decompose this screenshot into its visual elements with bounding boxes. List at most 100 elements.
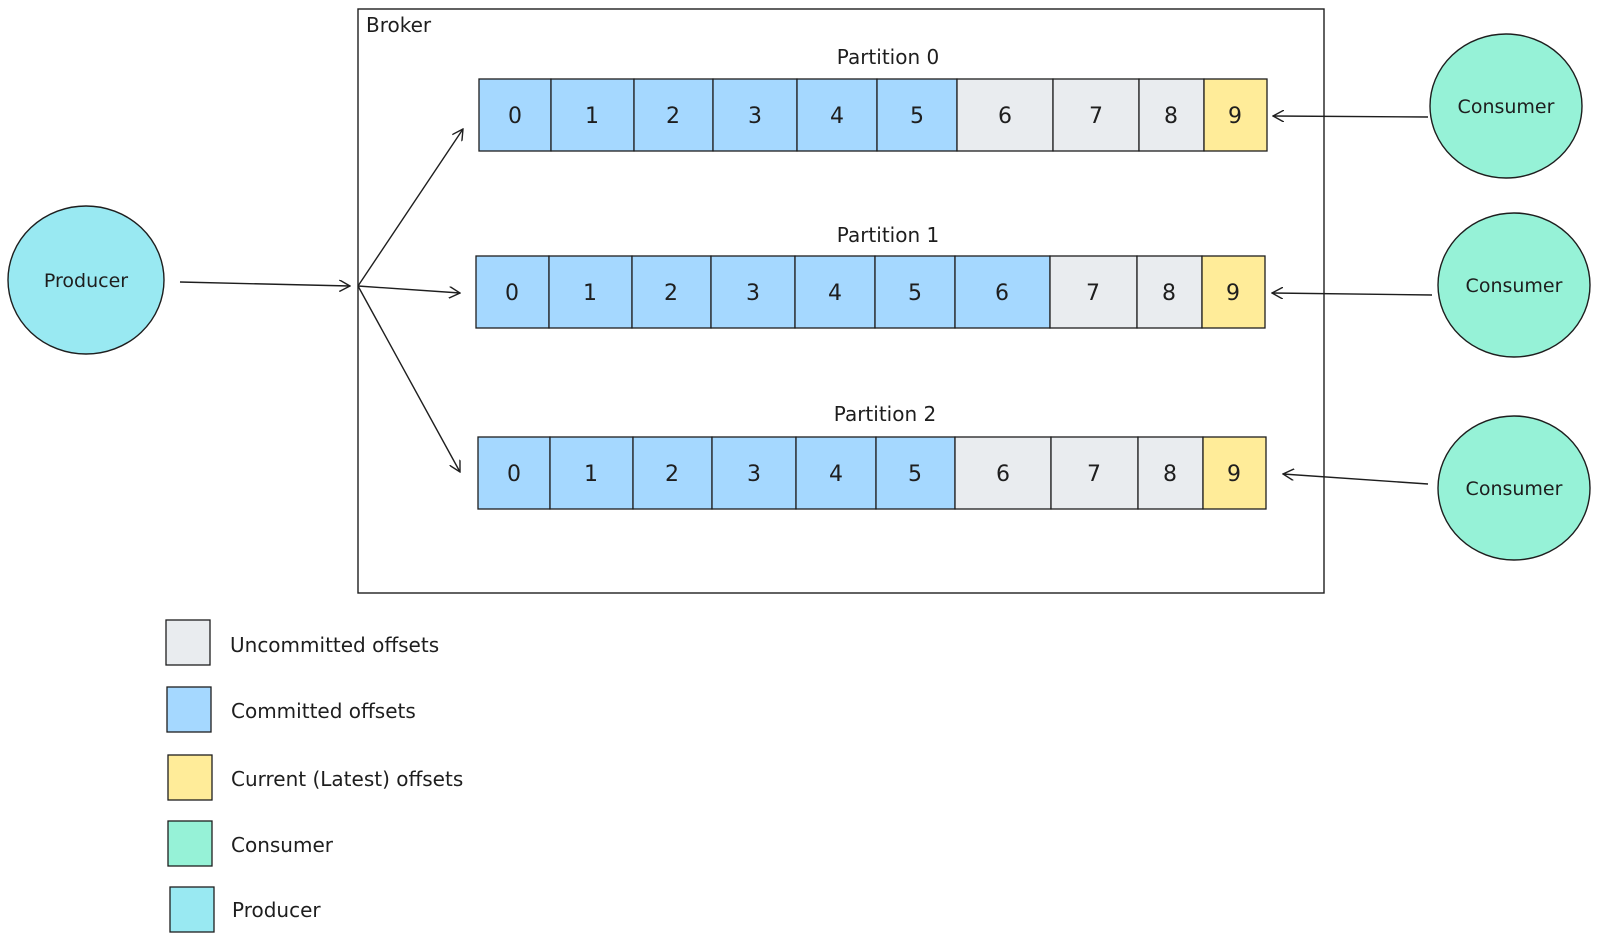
broker: Broker bbox=[357, 8, 1325, 594]
consumer-node bbox=[1437, 212, 1591, 358]
offset-cell bbox=[956, 78, 1054, 152]
consumer-0: Consumer bbox=[1429, 33, 1583, 179]
consumer-1: Consumer bbox=[1437, 212, 1591, 358]
legend-label: Producer bbox=[232, 898, 321, 922]
offset-cell bbox=[1049, 255, 1138, 329]
partition-cell-labels: 0 1 2 3 4 5 6 7 8 9 bbox=[508, 104, 1242, 129]
offset-label: 8 bbox=[1164, 104, 1178, 129]
partition-title: Partition 2 bbox=[834, 402, 936, 426]
offset-label: 4 bbox=[829, 462, 843, 487]
producer: Producer bbox=[7, 205, 165, 355]
offset-label: 0 bbox=[507, 462, 521, 487]
offset-cell bbox=[796, 78, 878, 152]
legend-swatch bbox=[166, 686, 212, 733]
offset-cell bbox=[874, 255, 956, 329]
offset-cell bbox=[1138, 78, 1205, 152]
legend-item-committed: Committed offsets bbox=[166, 686, 416, 733]
offset-label: 4 bbox=[828, 281, 842, 306]
consumer-label: Consumer bbox=[1466, 478, 1563, 500]
broker-frame bbox=[357, 8, 1325, 594]
legend-label: Consumer bbox=[231, 833, 334, 857]
offset-label: 5 bbox=[908, 462, 922, 487]
offset-label: 0 bbox=[508, 104, 522, 129]
partition-1: Partition 1 0 1 2 3 4 5 6 7 8 9 bbox=[475, 223, 1266, 329]
consumer-node bbox=[1437, 415, 1591, 561]
legend: Uncommitted offsets Committed offsets Cu… bbox=[165, 619, 463, 933]
legend-swatch bbox=[165, 619, 211, 666]
partition-0: Partition 0 0 1 2 3 4 5 6 7 8 9 bbox=[478, 45, 1268, 152]
partition-cell-labels: 0 1 2 3 4 5 6 7 8 9 bbox=[507, 462, 1241, 487]
offset-label: 9 bbox=[1227, 462, 1241, 487]
legend-swatch bbox=[169, 886, 215, 933]
offset-cell bbox=[1052, 78, 1140, 152]
partition-cells bbox=[478, 78, 1268, 152]
offset-label: 1 bbox=[585, 104, 599, 129]
offset-label: 3 bbox=[747, 462, 761, 487]
offset-cell bbox=[795, 436, 877, 510]
legend-swatch bbox=[167, 754, 213, 801]
offset-label: 1 bbox=[583, 281, 597, 306]
offset-cell bbox=[477, 436, 551, 510]
offset-cell bbox=[1136, 255, 1203, 329]
offset-cell bbox=[1203, 78, 1268, 152]
offset-cell bbox=[478, 78, 552, 152]
offset-label: 6 bbox=[995, 281, 1009, 306]
offset-cell bbox=[710, 255, 796, 329]
offset-cell bbox=[632, 436, 713, 510]
offset-cell bbox=[631, 255, 712, 329]
offset-label: 2 bbox=[664, 281, 678, 306]
producer-node bbox=[7, 205, 165, 355]
offset-cell bbox=[475, 255, 550, 329]
partition-cell-labels: 0 1 2 3 4 5 6 7 8 9 bbox=[505, 281, 1240, 306]
offset-label: 8 bbox=[1163, 462, 1177, 487]
partition-title: Partition 1 bbox=[837, 223, 939, 247]
offset-label: 2 bbox=[666, 104, 680, 129]
legend-item-producer: Producer bbox=[169, 886, 321, 933]
offset-cell bbox=[954, 255, 1051, 329]
consumer-label: Consumer bbox=[1458, 96, 1555, 118]
offset-label: 3 bbox=[748, 104, 762, 129]
offset-label: 9 bbox=[1226, 281, 1240, 306]
offset-cell bbox=[712, 78, 798, 152]
offset-cell bbox=[1202, 436, 1267, 510]
consumer-label: Consumer bbox=[1466, 275, 1563, 297]
consumer-2-to-partition-2-arrow bbox=[1283, 474, 1429, 485]
legend-item-current: Current (Latest) offsets bbox=[167, 754, 463, 801]
partition-cells bbox=[475, 255, 1266, 329]
producer-label: Producer bbox=[44, 270, 128, 292]
offset-label: 7 bbox=[1087, 462, 1101, 487]
offset-label: 7 bbox=[1086, 281, 1100, 306]
offset-label: 3 bbox=[746, 281, 760, 306]
offset-cell bbox=[549, 436, 634, 510]
offset-label: 2 bbox=[665, 462, 679, 487]
offset-cell bbox=[550, 78, 635, 152]
legend-label: Current (Latest) offsets bbox=[231, 767, 463, 791]
broker-to-partition-1-arrow bbox=[357, 285, 460, 293]
offset-label: 0 bbox=[505, 281, 519, 306]
consumer-1-to-partition-1-arrow bbox=[1272, 293, 1433, 295]
legend-label: Committed offsets bbox=[231, 699, 416, 723]
legend-label: Uncommitted offsets bbox=[230, 633, 439, 657]
partition-cells bbox=[477, 436, 1267, 510]
partition-2: Partition 2 0 1 2 3 4 5 6 7 8 9 bbox=[477, 402, 1267, 510]
offset-label: 6 bbox=[996, 462, 1010, 487]
offset-label: 5 bbox=[910, 104, 924, 129]
offset-cell bbox=[1137, 436, 1204, 510]
broker-to-partition-0-arrow bbox=[357, 129, 463, 287]
offset-label: 4 bbox=[830, 104, 844, 129]
offset-cell bbox=[1050, 436, 1139, 510]
legend-item-consumer: Consumer bbox=[167, 820, 334, 867]
offset-cell bbox=[954, 436, 1052, 510]
broker-label: Broker bbox=[366, 13, 432, 37]
offset-label: 9 bbox=[1228, 104, 1242, 129]
legend-swatch bbox=[167, 820, 213, 867]
consumer-2: Consumer bbox=[1437, 415, 1591, 561]
offset-cell bbox=[633, 78, 714, 152]
offset-cell bbox=[1201, 255, 1266, 329]
offset-cell bbox=[548, 255, 633, 329]
consumer-0-to-partition-0-arrow bbox=[1273, 116, 1429, 117]
partition-title: Partition 0 bbox=[837, 45, 939, 69]
legend-item-uncommitted: Uncommitted offsets bbox=[165, 619, 439, 666]
producer-to-broker-arrow bbox=[179, 282, 350, 286]
